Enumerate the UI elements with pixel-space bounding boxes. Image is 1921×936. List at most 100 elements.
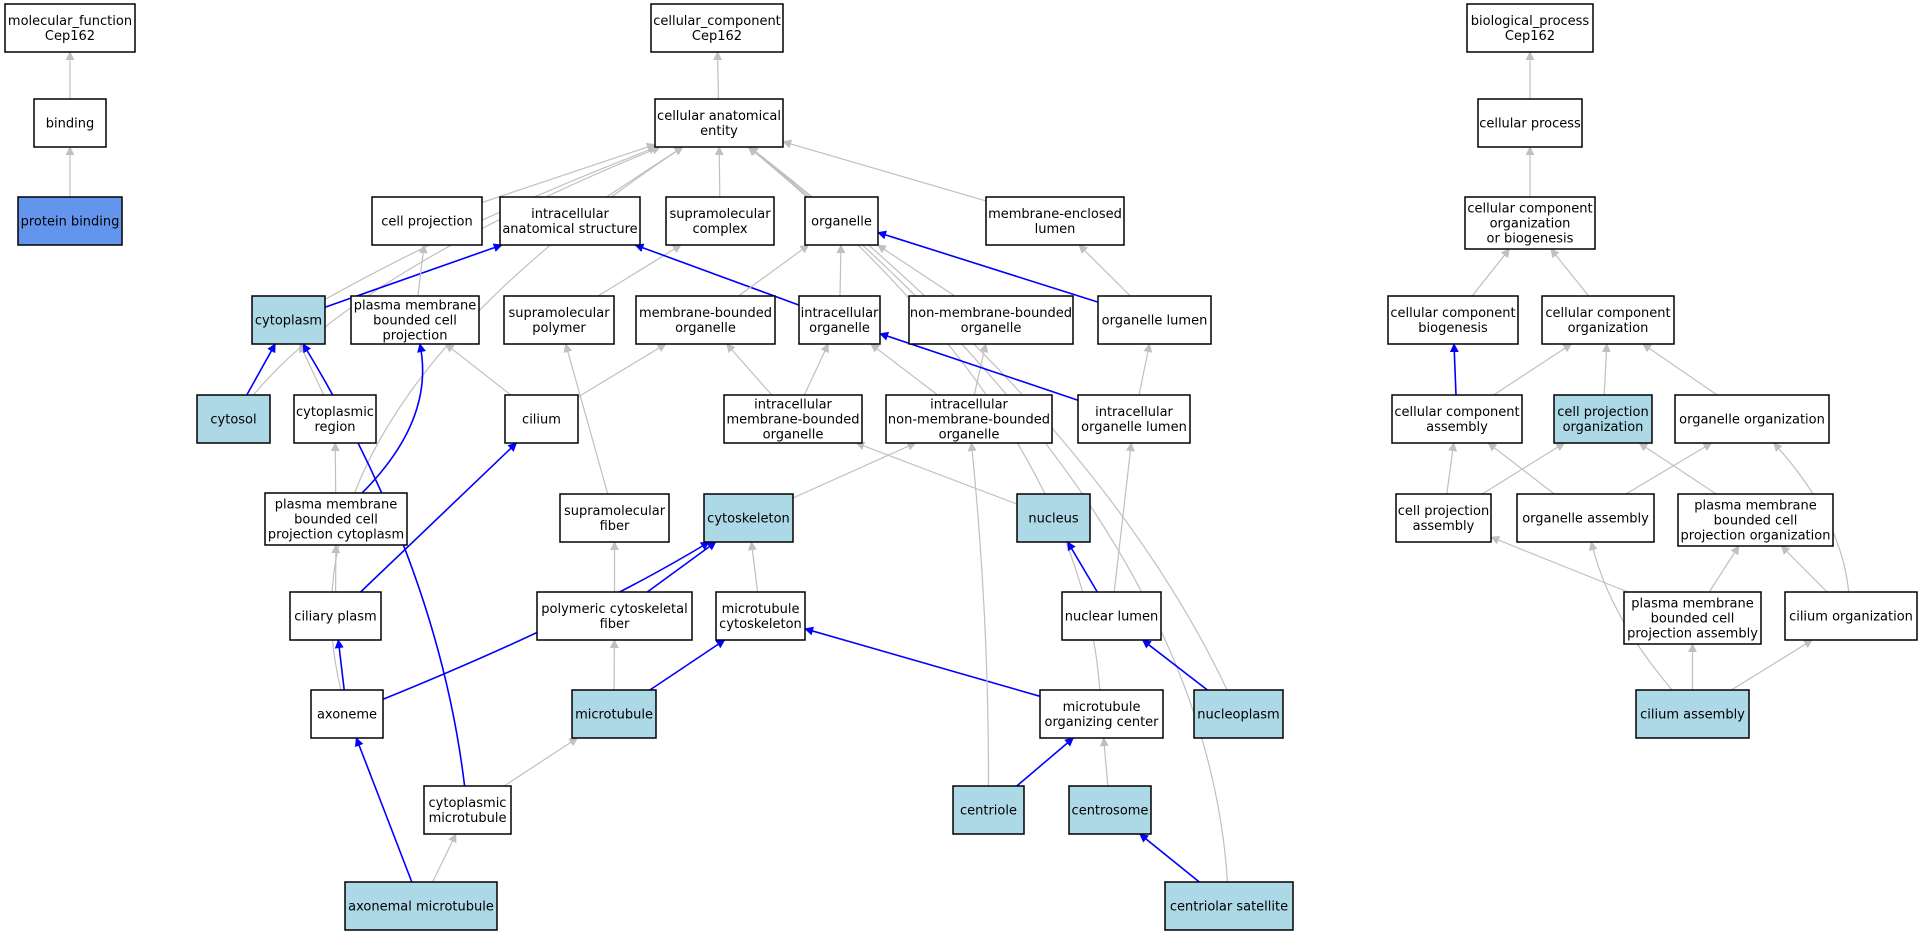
node-label-line: nucleoplasm [1197, 708, 1279, 723]
go-term-node-centriole[interactable]: centriole [952, 785, 1025, 835]
is-a-edge-inmbo-to-nmbo [973, 343, 989, 396]
node-label-line: cytoplasmic [296, 405, 374, 420]
go-term-node-cellular-process[interactable]: cellular process [1477, 98, 1583, 148]
is-a-edge-cpa-to-cpo [1481, 442, 1566, 495]
node-box [1477, 98, 1583, 148]
node-label-line: polymer [532, 321, 586, 336]
node-label-line: plasma membrane [1694, 499, 1817, 514]
go-term-node-cilium[interactable]: cilium [504, 394, 579, 444]
go-term-node-ciliary-plasm[interactable]: ciliary plasm [289, 591, 382, 641]
node-label-line: plasma membrane [354, 299, 477, 314]
go-term-node-cytoskeleton[interactable]: cytoskeleton [703, 493, 794, 543]
node-box [635, 295, 776, 345]
go-term-node-intracellular-non-membrane-bounded-organelle[interactable]: intracellularnon-membrane-boundedorganel… [885, 394, 1053, 444]
node-box [1464, 196, 1596, 250]
is-a-edge-centriole-to-inmbo [967, 442, 990, 787]
node-label-line: cellular process [1479, 117, 1581, 132]
node-box [1516, 493, 1655, 543]
node-label-line: nuclear lumen [1065, 610, 1158, 625]
go-term-node-organelle[interactable]: organelle [804, 196, 879, 246]
node-label-line: plasma membrane [1631, 597, 1754, 612]
node-label-line: organization [1563, 420, 1644, 435]
node-label-line: organization [1490, 217, 1571, 232]
node-box [196, 394, 271, 444]
go-term-node-centrosome[interactable]: centrosome [1068, 785, 1152, 835]
node-label-line: Cep162 [692, 29, 742, 44]
part-of-edge-nuclear_lumen-to-nucleus [1067, 541, 1098, 593]
node-label-line: intracellular [1095, 405, 1173, 420]
node-label-line: organelle [809, 321, 870, 336]
go-term-node-microtubule[interactable]: microtubule [571, 689, 657, 739]
node-label-line: plasma membrane [275, 498, 398, 513]
go-term-node-cytosol[interactable]: cytosol [196, 394, 271, 444]
is-a-edge-cil_org-to-pmbcpo [1780, 545, 1828, 593]
is-a-edge-inmbo-to-io [870, 343, 938, 396]
go-term-node-cilium-assembly[interactable]: cilium assembly [1635, 689, 1750, 739]
is-a-edge-pmbcpa-to-pmbcpo [1708, 545, 1740, 593]
node-box [1164, 881, 1294, 931]
is-a-edge-mt_cytoskeleton-to-cytoskeleton [747, 541, 759, 593]
node-label-line: biological_process [1471, 14, 1590, 29]
go-term-node-organelle-lumen[interactable]: organelle lumen [1097, 295, 1212, 345]
node-label-line: organelle [939, 428, 1000, 443]
go-term-node-nucleus[interactable]: nucleus [1016, 493, 1091, 543]
go-term-node-binding[interactable]: binding [33, 98, 107, 148]
go-term-node-organelle-assembly[interactable]: organelle assembly [1516, 493, 1655, 543]
go-term-node-cell-projection[interactable]: cell projection [371, 196, 483, 246]
go-term-node-nuclear-lumen[interactable]: nuclear lumen [1061, 591, 1162, 641]
is-a-edge-smf-to-smp [563, 343, 609, 495]
go-term-node-axoneme[interactable]: axoneme [310, 689, 384, 739]
is-a-edge-iol-to-ol [1138, 343, 1153, 396]
node-box [499, 196, 641, 246]
node-box [798, 295, 881, 345]
node-box [703, 493, 794, 543]
node-label-line: organelle [811, 215, 872, 230]
node-label-line: cytosol [210, 413, 256, 428]
go-term-node-cytoplasm[interactable]: cytoplasm [251, 295, 326, 345]
go-term-node-centriolar-satellite[interactable]: centriolar satellite [1164, 881, 1294, 931]
go-term-node-cilium-organization[interactable]: cilium organization [1784, 591, 1918, 641]
is-a-edge-cpo-to-cco [1601, 343, 1611, 396]
go-term-node-nucleoplasm[interactable]: nucleoplasm [1193, 689, 1284, 739]
part-of-edge-cytosol-to-cytoplasm [246, 343, 276, 396]
node-label-line: microtubule [575, 708, 653, 723]
node-label-line: organelle [675, 321, 736, 336]
node-box [310, 689, 384, 739]
go-term-node-organelle-organization[interactable]: organelle organization [1674, 394, 1830, 444]
go-term-node-protein-binding[interactable]: protein binding [17, 196, 123, 246]
node-box [1674, 394, 1830, 444]
node-box [665, 196, 775, 246]
node-box [536, 591, 693, 641]
go-term-node-axonemal-microtubule[interactable]: axonemal microtubule [344, 881, 498, 931]
is-a-edge-pmbcpc-to-cyto_region [330, 442, 340, 494]
